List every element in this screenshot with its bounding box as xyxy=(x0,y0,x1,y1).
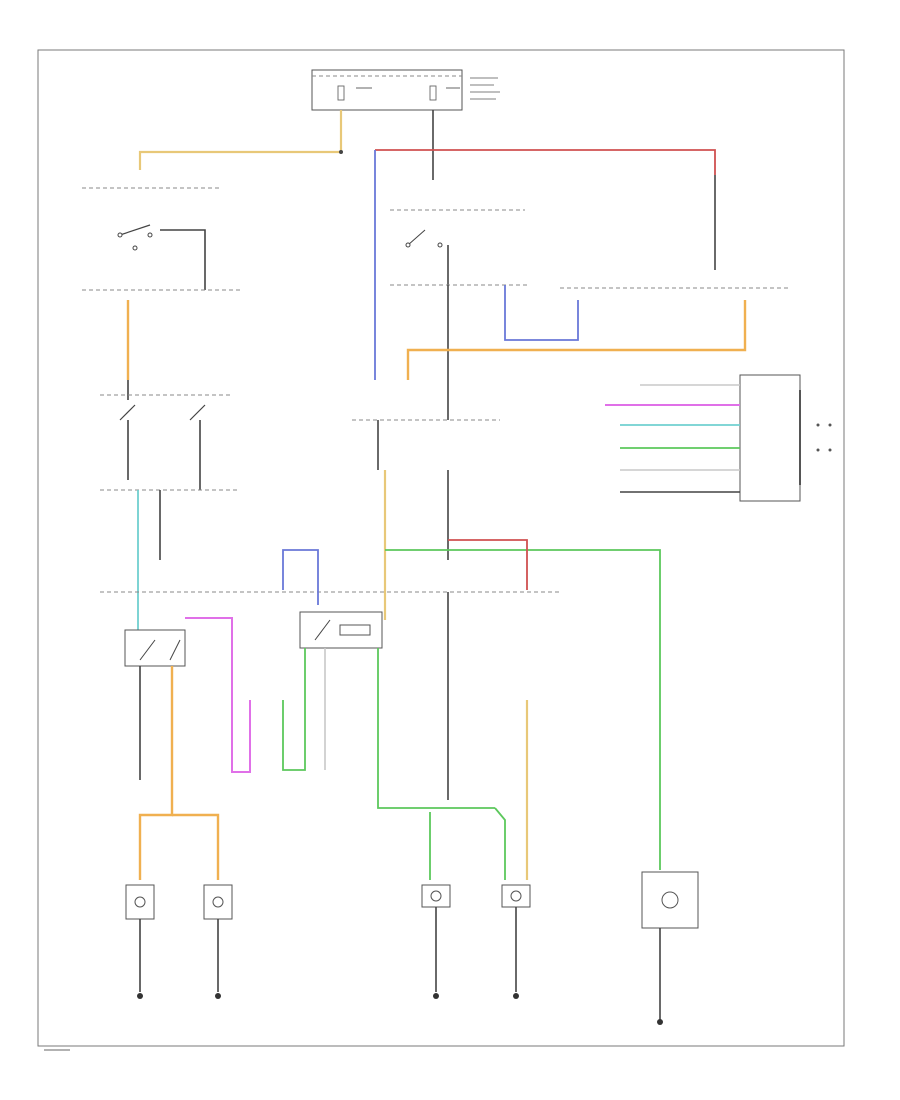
ground-g4 xyxy=(513,993,519,999)
lower-left-relay xyxy=(124,629,186,667)
multifunction-switch xyxy=(100,394,240,491)
ground-icon xyxy=(513,993,519,999)
relay-icon xyxy=(139,639,181,661)
top-fuse-box xyxy=(311,69,500,111)
dimmer-relay xyxy=(405,229,443,248)
relay-icon xyxy=(405,229,443,248)
center-relay xyxy=(299,611,383,649)
ground-icon xyxy=(137,993,143,999)
switch-icon xyxy=(117,224,153,251)
right-module xyxy=(739,374,832,502)
lamp-icon xyxy=(661,891,679,909)
right-headlamp-lo xyxy=(421,884,451,908)
indicator xyxy=(641,871,699,929)
right-headlamp-hi xyxy=(501,884,531,908)
ground-icon xyxy=(215,993,221,999)
ground-icon xyxy=(657,1019,663,1025)
ground-icon xyxy=(433,993,439,999)
switch-icon xyxy=(119,404,206,421)
lamp-icon xyxy=(134,896,146,908)
diagram-frame xyxy=(37,49,845,1047)
fuse-box-text-lines xyxy=(356,77,500,100)
lamp-icon xyxy=(510,890,522,902)
fuse-icon xyxy=(337,85,437,101)
lamp-icon xyxy=(430,890,442,902)
ground-g2 xyxy=(215,993,221,999)
headlamp-switch xyxy=(82,187,240,291)
ground-g5 xyxy=(657,1019,663,1025)
relay-icon xyxy=(314,619,371,641)
left-headlamp-hi xyxy=(203,884,233,920)
lamp-icon xyxy=(212,896,224,908)
ground-g1 xyxy=(137,993,143,999)
module-icon xyxy=(799,390,832,485)
ground-g3 xyxy=(433,993,439,999)
left-headlamp-lo xyxy=(125,884,155,920)
